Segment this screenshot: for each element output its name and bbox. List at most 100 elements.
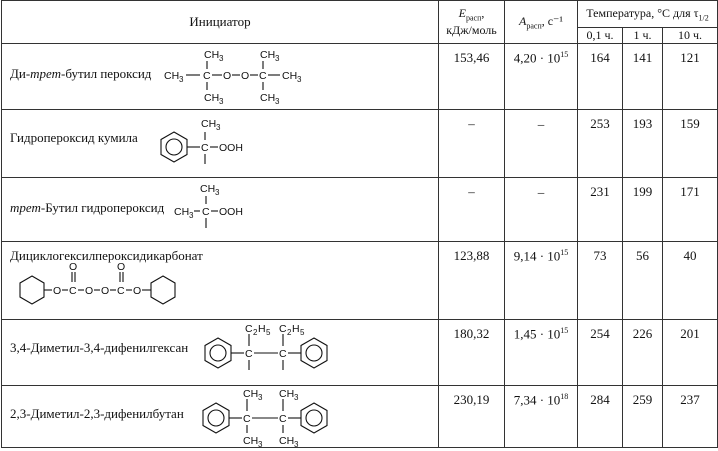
svg-text:5: 5 xyxy=(266,328,271,337)
svg-text:O: O xyxy=(53,285,61,297)
svg-text:O: O xyxy=(101,285,109,297)
t-0-1-value: 73 xyxy=(577,241,623,320)
svg-text:CH: CH xyxy=(174,206,189,218)
svg-text:O: O xyxy=(69,261,77,273)
svg-text:OOH: OOH xyxy=(219,142,243,154)
a-value: – xyxy=(504,177,578,242)
svg-text:3: 3 xyxy=(294,440,299,448)
svg-text:CH: CH xyxy=(279,435,294,447)
t-0-1-value: 284 xyxy=(577,385,623,448)
svg-text:C: C xyxy=(69,285,77,297)
svg-text:3: 3 xyxy=(179,75,184,84)
svg-text:C: C xyxy=(279,323,287,335)
t-0-1-value: 254 xyxy=(577,319,623,386)
svg-text:3: 3 xyxy=(275,54,280,63)
svg-text:CH: CH xyxy=(260,92,275,104)
svg-text:2: 2 xyxy=(253,328,258,337)
svg-text:3: 3 xyxy=(189,211,194,220)
svg-text:CH: CH xyxy=(260,49,275,61)
svg-text:C: C xyxy=(279,413,287,425)
header-t-1: 1 ч. xyxy=(622,27,663,44)
svg-text:CH: CH xyxy=(243,388,258,400)
header-t-10: 10 ч. xyxy=(661,27,718,44)
header-a: Aрасп, с⁻¹ xyxy=(504,0,578,44)
e-value: – xyxy=(438,109,505,178)
svg-text:C: C xyxy=(203,70,211,82)
e-value: 230,19 xyxy=(438,385,505,448)
t-0-1-value: 164 xyxy=(577,43,623,110)
t-10-value: 237 xyxy=(661,385,718,448)
a-value: 1,45 · 1015 xyxy=(504,319,578,386)
svg-text:3: 3 xyxy=(215,188,220,197)
svg-text:3: 3 xyxy=(275,97,280,106)
t-1-value: 141 xyxy=(622,43,663,110)
svg-text:CH: CH xyxy=(200,183,215,195)
header-initiator: Инициатор xyxy=(1,0,439,44)
svg-text:CH: CH xyxy=(282,70,297,82)
svg-text:3: 3 xyxy=(219,54,224,63)
svg-text:C: C xyxy=(201,142,209,154)
svg-text:CH: CH xyxy=(164,70,179,82)
svg-text:3: 3 xyxy=(297,75,302,84)
header-e: Eрасп,кДж/моль xyxy=(438,0,505,44)
svg-text:2: 2 xyxy=(287,328,292,337)
svg-text:O: O xyxy=(117,261,125,273)
svg-text:C: C xyxy=(259,70,267,82)
e-value: 153,46 xyxy=(438,43,505,110)
svg-text:O: O xyxy=(85,285,93,297)
t-10-value: 40 xyxy=(661,241,718,320)
svg-text:CH: CH xyxy=(204,92,219,104)
svg-text:C: C xyxy=(245,323,253,335)
svg-text:CH: CH xyxy=(201,118,216,130)
t-10-value: 171 xyxy=(661,177,718,242)
t-10-value: 121 xyxy=(661,43,718,110)
t-1-value: 226 xyxy=(622,319,663,386)
svg-text:3: 3 xyxy=(258,440,263,448)
e-value: 180,32 xyxy=(438,319,505,386)
header-t-0-1: 0,1 ч. xyxy=(577,27,623,44)
svg-text:CH: CH xyxy=(279,388,294,400)
t-1-value: 259 xyxy=(622,385,663,448)
svg-text:CH: CH xyxy=(243,435,258,447)
svg-text:O: O xyxy=(241,70,249,82)
table-row: Дициклогексилпероксидикарбонат O C O O O… xyxy=(1,241,718,320)
t-10-value: 159 xyxy=(661,109,718,178)
a-value: – xyxy=(504,109,578,178)
t-10-value: 201 xyxy=(661,319,718,386)
svg-text:O: O xyxy=(133,285,141,297)
svg-text:C: C xyxy=(202,206,210,218)
header-temperature: Температура, °С для τ1/2 xyxy=(576,0,718,28)
initiator-name: Дициклогексилпероксидикарбонат O C O O O… xyxy=(1,241,439,320)
svg-text:OOH: OOH xyxy=(219,206,243,218)
svg-text:3: 3 xyxy=(216,123,221,132)
a-value: 9,14 · 1015 xyxy=(504,241,578,320)
svg-text:3: 3 xyxy=(258,393,263,402)
t-0-1-value: 253 xyxy=(577,109,623,178)
svg-text:C: C xyxy=(279,348,287,360)
svg-text:H: H xyxy=(292,323,300,335)
structure-dicyclohexyl-peroxydicarbonate: O C O O O C O O xyxy=(19,261,176,305)
svg-text:3: 3 xyxy=(219,97,224,106)
t-1-value: 199 xyxy=(622,177,663,242)
t-0-1-value: 231 xyxy=(577,177,623,242)
e-value: – xyxy=(438,177,505,242)
a-value: 7,34 · 1018 xyxy=(504,385,578,448)
svg-text:CH: CH xyxy=(204,49,219,61)
t-1-value: 193 xyxy=(622,109,663,178)
svg-text:5: 5 xyxy=(300,328,305,337)
